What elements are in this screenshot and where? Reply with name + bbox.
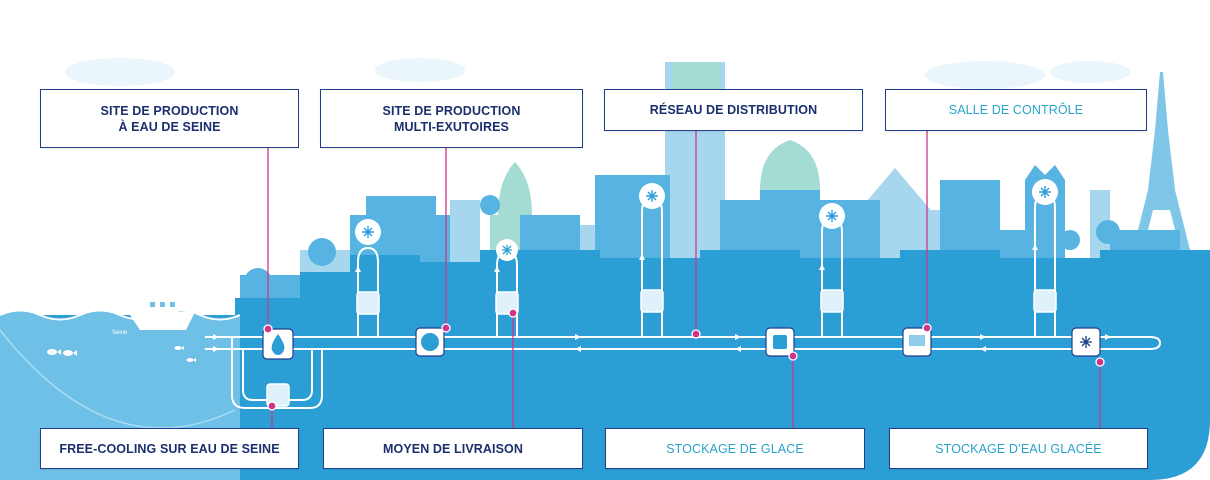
label-livraison-text: MOYEN DE LIVRAISON bbox=[382, 441, 523, 456]
water-drop-icon bbox=[262, 328, 294, 360]
boat-icon bbox=[128, 298, 195, 330]
control-room-icon bbox=[902, 327, 932, 357]
pointer-dots bbox=[263, 308, 1105, 411]
label-site-seine-line1: SITE DE PRODUCTION bbox=[100, 103, 239, 118]
label-salle-text: SALLE DE CONTRÔLE bbox=[948, 103, 1084, 117]
label-salle: SALLE DE CONTRÔLE bbox=[885, 89, 1147, 131]
city-ground bbox=[0, 250, 1210, 480]
label-eau-glacee: STOCKAGE D’EAU GLACÉE bbox=[889, 428, 1148, 469]
label-glace: STOCKAGE DE GLACE bbox=[605, 428, 865, 469]
snowflake-icon bbox=[639, 183, 665, 209]
river-label: Seine bbox=[112, 330, 128, 336]
flow-arrows bbox=[213, 244, 1111, 352]
background-clouds bbox=[65, 58, 1130, 89]
label-livraison: MOYEN DE LIVRAISON bbox=[323, 428, 583, 469]
label-site-multi-line1: SITE DE PRODUCTION bbox=[382, 103, 521, 118]
label-reseau-text: RÉSEAU DE DISTRIBUTION bbox=[649, 103, 818, 117]
pointer-lines bbox=[267, 131, 1101, 430]
label-site-multi-line2: MULTI-EXUTOIRES bbox=[394, 119, 509, 134]
label-eau-glacee-text: STOCKAGE D’EAU GLACÉE bbox=[935, 441, 1102, 456]
label-site-seine: SITE DE PRODUCTION À EAU DE SEINE bbox=[40, 89, 299, 148]
snowflake-icon bbox=[819, 203, 845, 229]
fish-icon bbox=[47, 346, 196, 362]
label-site-seine-line2: À EAU DE SEINE bbox=[118, 119, 221, 134]
chilled-water-tank-icon bbox=[1071, 327, 1101, 357]
label-free-cooling: FREE-COOLING SUR EAU DE SEINE bbox=[40, 428, 299, 469]
snowflake-icons bbox=[355, 179, 1058, 261]
snowflake-icon bbox=[415, 327, 445, 357]
label-glace-text: STOCKAGE DE GLACE bbox=[666, 441, 804, 456]
eiffel-tower-icon bbox=[1133, 72, 1190, 250]
chiller-icons bbox=[266, 289, 1057, 407]
snowflake-icon bbox=[1032, 179, 1058, 205]
snowflake-icon bbox=[355, 219, 381, 245]
label-reseau: RÉSEAU DE DISTRIBUTION bbox=[604, 89, 863, 131]
snowflake-icon bbox=[496, 239, 518, 261]
ice-cube-icon bbox=[765, 327, 795, 357]
label-site-multi: SITE DE PRODUCTION MULTI-EXUTOIRES bbox=[320, 89, 583, 148]
label-free-cooling-text: FREE-COOLING SUR EAU DE SEINE bbox=[59, 441, 280, 456]
